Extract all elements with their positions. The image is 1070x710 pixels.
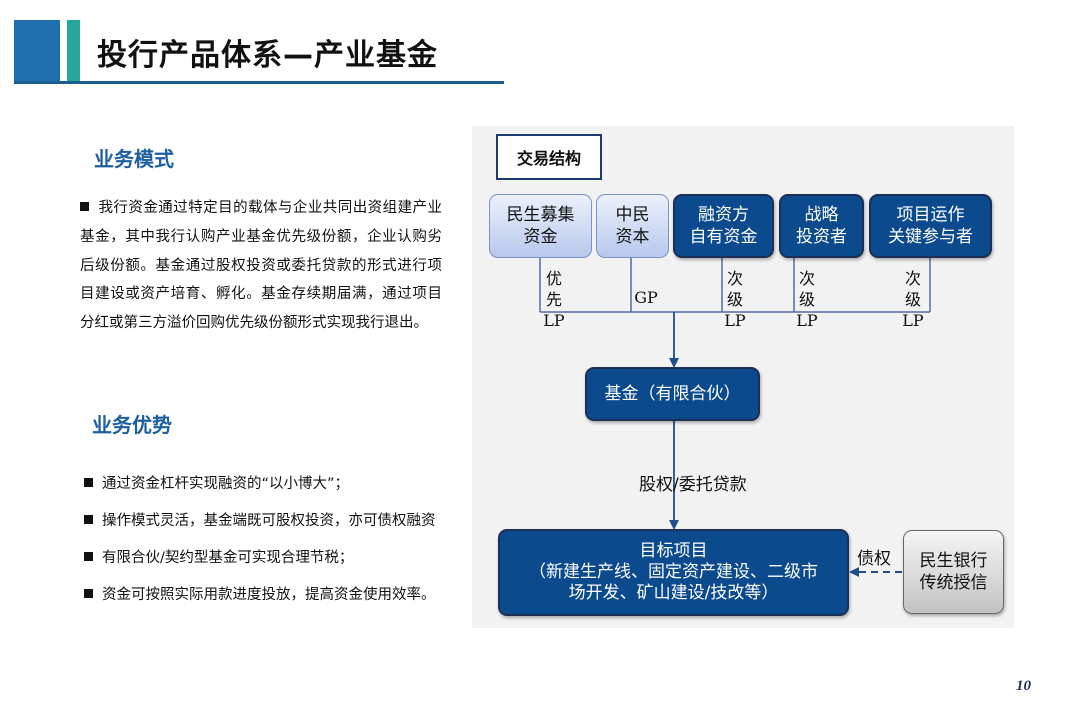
source-box-strategic-investor: 战略投资者 (779, 194, 864, 258)
header-accent-block (14, 20, 60, 82)
box-label: 民生银行 (919, 551, 988, 571)
bullet-icon (84, 589, 93, 598)
box-label: 战略 (804, 205, 839, 225)
source-box-minsheng-raised-funds: 民生募集资金 (489, 194, 592, 258)
fund-box: 基金（有限合伙） (585, 367, 760, 421)
bullet-icon (84, 478, 93, 487)
box-label: 场开发、矿山建设/技改等） (568, 583, 779, 603)
box-label: 民生募集 (506, 205, 575, 225)
business-model-description: 我行资金通过特定目的载体与企业共同出资组建产业基金，其中我行认购产业基金优先级份… (80, 194, 442, 338)
advantage-item: 有限合伙/契约型基金可实现合理节税； (84, 546, 353, 567)
advantages-heading: 业务优势 (92, 413, 172, 437)
bullet-icon (84, 515, 93, 524)
source-box-financier-own-funds: 融资方自有资金 (673, 194, 774, 258)
bank-credit-box: 民生银行传统授信 (903, 530, 1004, 614)
advantage-text: 资金可按照实际用款进度投放，提高资金使用效率。 (102, 587, 436, 603)
business-model-text: 我行资金通过特定目的载体与企业共同出资组建产业基金，其中我行认购产业基金优先级份… (80, 200, 442, 332)
box-label: 资金 (523, 227, 558, 247)
advantage-item: 通过资金杠杆实现融资的“以小博大”； (84, 472, 349, 493)
box-label: 自有资金 (689, 227, 758, 247)
business-model-heading: 业务模式 (94, 147, 174, 171)
page-number: 10 (1016, 678, 1031, 694)
diagram-title: 交易结构 (496, 134, 602, 180)
box-label: 投资者 (796, 227, 847, 247)
role-label-gp: GP (634, 288, 658, 307)
bullet-icon (80, 202, 89, 211)
header-underline (14, 81, 504, 84)
debt-label: 债权 (857, 549, 891, 569)
advantage-item: 操作模式灵活，基金端既可股权投资，亦可债权融资 (84, 509, 436, 530)
box-label: （新建生产线、固定资产建设、二级市 (529, 562, 818, 582)
page-title: 投行产品体系—产业基金 (97, 38, 438, 73)
box-label: 目标项目 (639, 541, 708, 561)
advantage-item: 资金可按照实际用款进度投放，提高资金使用效率。 (84, 583, 436, 604)
box-label: 项目运作 (896, 205, 965, 225)
bullet-icon (84, 552, 93, 561)
source-box-key-participant: 项目运作关键参与者 (869, 194, 992, 258)
box-label: 传统授信 (919, 573, 988, 593)
source-box-zhongmin-capital: 中民资本 (596, 194, 669, 258)
equity-loan-label: 股权/委托贷款 (639, 475, 747, 495)
box-label: 中民 (615, 205, 650, 225)
advantage-text: 通过资金杠杆实现融资的“以小博大”； (102, 476, 350, 492)
header-accent-bar (67, 20, 80, 82)
advantage-text: 有限合伙/契约型基金可实现合理节税； (102, 550, 354, 566)
advantage-text: 操作模式灵活，基金端既可股权投资，亦可债权融资 (102, 513, 436, 529)
box-label: 关键参与者 (888, 227, 973, 247)
target-project-box: 目标项目 （新建生产线、固定资产建设、二级市 场开发、矿山建设/技改等） (498, 529, 849, 616)
box-label: 融资方 (698, 205, 749, 225)
box-label: 资本 (615, 227, 650, 247)
